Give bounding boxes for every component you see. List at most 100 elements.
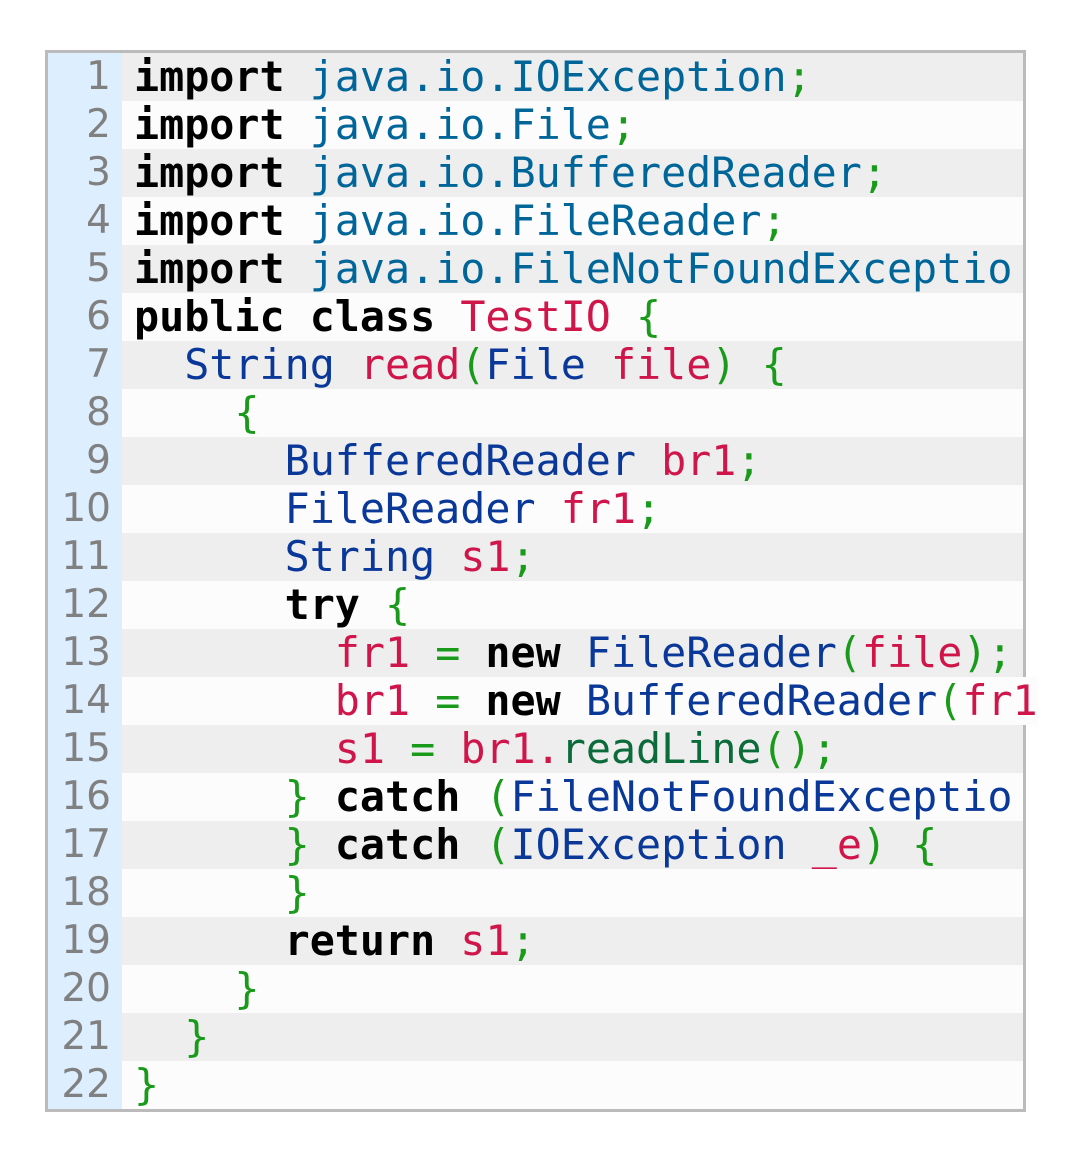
code-line: 10 FileReader fr1; [48, 485, 1023, 533]
code-text: br1 = new BufferedReader(fr1 [122, 677, 1038, 725]
line-number: 7 [48, 341, 122, 389]
type-token: IOException [510, 820, 787, 869]
whitespace [887, 820, 912, 869]
code-text: BufferedReader br1; [122, 437, 1023, 485]
identifier-token: fr1 [962, 676, 1038, 725]
whitespace [736, 340, 761, 389]
code-line: 17 } catch (IOException _e) { [48, 821, 1023, 869]
line-number: 10 [48, 485, 122, 533]
identifier-token: s1 [460, 916, 511, 965]
whitespace [134, 340, 184, 389]
whitespace [134, 484, 285, 533]
whitespace [435, 724, 460, 773]
punctuation-token: ; [786, 52, 812, 101]
code-text: import java.io.FileReader; [122, 197, 1023, 245]
whitespace [460, 676, 485, 725]
punctuation-token: ); [962, 628, 1013, 677]
whitespace [285, 52, 310, 101]
package-token: java.io.FileReader [309, 196, 762, 245]
keyword-token: try [284, 580, 360, 629]
code-text: public class TestIO { [122, 293, 1023, 341]
code-line: 16 } catch (FileNotFoundExceptio [48, 773, 1023, 821]
punctuation-token: ( [836, 628, 862, 677]
code-text: import java.io.File; [122, 101, 1023, 149]
code-text: } catch (IOException _e) { [122, 821, 1023, 869]
code-text: s1 = br1.readLine(); [122, 725, 1023, 773]
keyword-token: import [134, 52, 285, 101]
type-token: File [485, 340, 586, 389]
punctuation-token: ; [736, 436, 762, 485]
whitespace [134, 532, 285, 581]
punctuation-token: { [636, 292, 662, 341]
line-number: 13 [48, 629, 122, 677]
identifier-token: fr1 [560, 484, 636, 533]
punctuation-token: = [410, 724, 436, 773]
package-token: java.io.File [309, 100, 611, 149]
whitespace [410, 628, 435, 677]
punctuation-token: ( [485, 772, 511, 821]
code-line: 18 } [48, 869, 1023, 917]
whitespace [410, 676, 435, 725]
whitespace [134, 388, 234, 437]
type-token: FileReader [284, 484, 536, 533]
code-text: String s1; [122, 533, 1023, 581]
line-number: 17 [48, 821, 122, 869]
punctuation-token: ; [635, 484, 662, 533]
code-line: 8 { [48, 389, 1023, 437]
whitespace [134, 1012, 184, 1061]
package-token: java.io.BufferedReader [309, 148, 862, 197]
keyword-token: catch [334, 772, 461, 821]
identifier-token: TestIO [460, 292, 611, 341]
code-text: import java.io.FileNotFoundExceptio [122, 245, 1023, 293]
line-number: 8 [48, 389, 122, 437]
line-number: 3 [48, 149, 122, 197]
code-text: String read(File file) { [122, 341, 1023, 389]
line-number: 11 [48, 533, 122, 581]
identifier-token: br1 [334, 676, 411, 725]
punctuation-token: { [234, 388, 260, 437]
line-number: 9 [48, 437, 122, 485]
keyword-token: return [284, 916, 436, 965]
punctuation-token: = [435, 676, 461, 725]
punctuation-token: ; [510, 532, 536, 581]
identifier-token: br1. [460, 724, 561, 773]
keyword-token: import [134, 244, 285, 293]
keyword-token: new [485, 676, 561, 725]
punctuation-token: } [134, 1060, 160, 1109]
identifier-token: fr1 [334, 628, 411, 677]
punctuation-token: ( [460, 340, 486, 389]
keyword-token: import [134, 148, 285, 197]
code-text: } [122, 1013, 1023, 1061]
whitespace [586, 340, 611, 389]
whitespace [285, 244, 310, 293]
punctuation-token: ( [485, 820, 511, 869]
identifier-token: s1 [460, 532, 511, 581]
code-text: import java.io.IOException; [122, 53, 1023, 101]
whitespace [385, 724, 410, 773]
whitespace [435, 916, 460, 965]
code-line: 22} [48, 1061, 1023, 1109]
method-token: readLine [560, 724, 762, 773]
whitespace [435, 292, 460, 341]
type-token: FileReader [585, 628, 837, 677]
whitespace [134, 724, 335, 773]
whitespace [285, 148, 310, 197]
code-line: 11 String s1; [48, 533, 1023, 581]
punctuation-token: ; [510, 916, 536, 965]
whitespace [636, 436, 661, 485]
whitespace [285, 196, 310, 245]
whitespace [460, 628, 485, 677]
punctuation-token: } [284, 820, 310, 869]
keyword-token: import [134, 100, 285, 149]
code-text: } catch (FileNotFoundExceptio [122, 773, 1023, 821]
line-number: 18 [48, 869, 122, 917]
code-text: import java.io.BufferedReader; [122, 149, 1023, 197]
type-token: String [284, 532, 436, 581]
line-number: 6 [48, 293, 122, 341]
punctuation-token: ) [861, 820, 888, 869]
punctuation-token: } [284, 772, 310, 821]
whitespace [561, 628, 586, 677]
keyword-token: new [485, 628, 561, 677]
